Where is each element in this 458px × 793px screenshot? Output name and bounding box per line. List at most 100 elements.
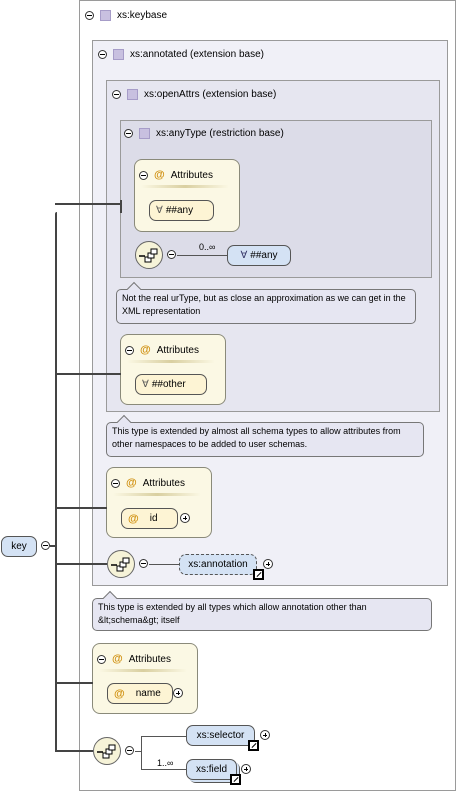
connector bbox=[55, 203, 121, 205]
connector bbox=[55, 563, 107, 565]
annotated-sequence-icon bbox=[107, 550, 135, 578]
collapse-icon[interactable] bbox=[139, 170, 148, 180]
field-element[interactable]: xs:field bbox=[186, 759, 237, 780]
any-type-note: Not the real urType, but as close an app… bbox=[116, 281, 416, 324]
connector bbox=[141, 736, 186, 737]
collapse-icon[interactable] bbox=[98, 50, 107, 59]
connector bbox=[120, 203, 122, 213]
connector bbox=[55, 212, 57, 752]
id-attribute[interactable]: @ id bbox=[121, 508, 178, 529]
annotated-note-text: This type is extended by all types which… bbox=[98, 602, 367, 625]
attributes-header: @ Attributes bbox=[97, 653, 171, 665]
connector bbox=[55, 682, 93, 684]
open-attrs-note-text: This type is extended by almost all sche… bbox=[112, 426, 401, 449]
annotation-element-label: xs:annotation bbox=[188, 559, 248, 570]
attributes-header: @ Attributes bbox=[111, 477, 185, 489]
any-type-attributes-box: @ Attributes ∀ ##any bbox=[134, 159, 240, 232]
wildcard-icon: ∀ bbox=[240, 250, 248, 261]
keybase-title: xs:keybase bbox=[117, 10, 168, 21]
sequence-glyph bbox=[111, 557, 130, 572]
complex-type-icon bbox=[139, 128, 150, 139]
expand-icon[interactable] bbox=[260, 730, 270, 740]
name-attribute[interactable]: @ name bbox=[107, 683, 173, 704]
occurrence-label: 1..∞ bbox=[157, 758, 174, 768]
collapse-icon[interactable] bbox=[112, 90, 121, 99]
other-attribute[interactable]: ∀ ##other bbox=[135, 374, 207, 395]
complex-type-icon bbox=[113, 49, 124, 60]
any-attribute[interactable]: ∀ ##any bbox=[149, 200, 214, 221]
sequence-glyph bbox=[139, 248, 158, 263]
open-attrs-title: xs:openAttrs (extension base) bbox=[144, 89, 277, 100]
collapse-icon[interactable] bbox=[41, 541, 50, 550]
key-element-label: key bbox=[11, 541, 27, 552]
keybase-sequence-icon bbox=[93, 737, 121, 765]
link-icon[interactable] bbox=[248, 740, 259, 751]
attributes-divider bbox=[113, 493, 201, 496]
attribute-icon: @ bbox=[154, 169, 165, 181]
annotated-attributes-box: @ Attributes @ id bbox=[106, 467, 212, 538]
attribute-icon: @ bbox=[128, 512, 139, 525]
connector bbox=[120, 200, 122, 205]
annotated-header: xs:annotated (extension base) bbox=[98, 49, 264, 60]
attributes-label: Attributes bbox=[142, 477, 185, 489]
attribute-icon: @ bbox=[114, 687, 125, 700]
collapse-icon[interactable] bbox=[97, 654, 106, 664]
attributes-divider bbox=[141, 185, 229, 188]
open-attrs-header: xs:openAttrs (extension base) bbox=[112, 89, 276, 100]
collapse-icon[interactable] bbox=[111, 478, 120, 488]
expand-icon[interactable] bbox=[241, 764, 251, 774]
expand-icon[interactable] bbox=[173, 688, 183, 698]
connector bbox=[141, 736, 142, 769]
collapse-icon[interactable] bbox=[85, 11, 94, 20]
collapse-icon[interactable] bbox=[167, 250, 176, 259]
open-attrs-attributes-box: @ Attributes ∀ ##other bbox=[120, 334, 226, 405]
sequence-glyph bbox=[97, 744, 116, 759]
attribute-icon: @ bbox=[112, 653, 123, 665]
occurrence-label: 0..∞ bbox=[199, 242, 216, 252]
attributes-label: Attributes bbox=[128, 653, 171, 665]
collapse-icon[interactable] bbox=[124, 129, 133, 138]
collapse-icon[interactable] bbox=[125, 345, 134, 355]
selector-element-label: xs:selector bbox=[196, 730, 245, 741]
collapse-icon[interactable] bbox=[125, 746, 134, 755]
attribute-icon: @ bbox=[140, 344, 151, 356]
open-attrs-note: This type is extended by almost all sche… bbox=[106, 414, 424, 457]
any-element-label: ##any bbox=[250, 250, 278, 261]
any-attribute-label: ##any bbox=[165, 205, 194, 216]
any-type-sequence-icon bbox=[135, 241, 163, 269]
wildcard-icon: ∀ bbox=[156, 205, 163, 216]
complex-type-icon bbox=[127, 89, 138, 100]
expand-icon[interactable] bbox=[180, 513, 190, 523]
complex-type-icon bbox=[100, 10, 111, 21]
connector bbox=[177, 255, 227, 256]
collapse-icon[interactable] bbox=[139, 559, 148, 568]
attribute-icon: @ bbox=[126, 477, 137, 489]
connector bbox=[135, 751, 141, 752]
attributes-divider bbox=[99, 669, 187, 672]
connector bbox=[55, 750, 93, 752]
key-element[interactable]: key bbox=[1, 536, 37, 557]
connector bbox=[55, 507, 107, 509]
connector bbox=[50, 545, 56, 547]
any-type-title: xs:anyType (restriction base) bbox=[156, 128, 284, 139]
other-attribute-label: ##other bbox=[151, 379, 186, 390]
any-element-wildcard[interactable]: ∀ ##any bbox=[227, 245, 291, 266]
annotated-note: This type is extended by all types which… bbox=[92, 590, 432, 631]
attributes-divider bbox=[127, 360, 215, 363]
expand-icon[interactable] bbox=[263, 559, 273, 569]
name-attribute-label: name bbox=[135, 688, 161, 699]
field-element-label: xs:field bbox=[195, 764, 228, 775]
id-attribute-label: id bbox=[149, 513, 158, 524]
any-type-note-text: Not the real urType, but as close an app… bbox=[122, 293, 406, 316]
attributes-header: @ Attributes bbox=[125, 344, 199, 356]
attributes-label: Attributes bbox=[170, 169, 213, 181]
wildcard-icon: ∀ bbox=[142, 379, 149, 390]
any-type-header: xs:anyType (restriction base) bbox=[124, 128, 284, 139]
connector bbox=[141, 769, 186, 770]
annotation-element[interactable]: xs:annotation bbox=[179, 554, 257, 575]
annotated-title: xs:annotated (extension base) bbox=[130, 49, 264, 60]
link-icon[interactable] bbox=[230, 774, 241, 785]
attributes-label: Attributes bbox=[156, 344, 199, 356]
link-icon[interactable] bbox=[253, 569, 264, 580]
selector-element[interactable]: xs:selector bbox=[186, 725, 255, 746]
